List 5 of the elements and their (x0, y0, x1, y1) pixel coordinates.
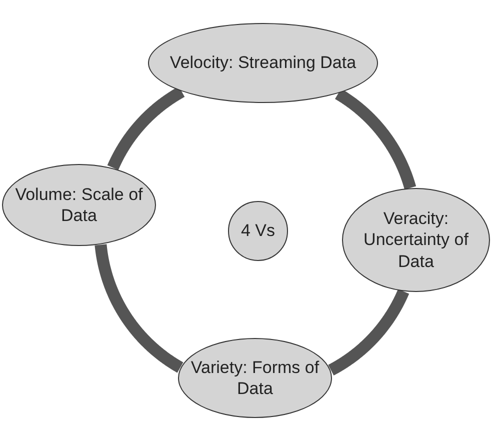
node-label: Veracity: Uncertainty of Data (364, 209, 468, 271)
node-label: 4 Vs (240, 221, 276, 240)
node-label: Velocity: Streaming Data (170, 53, 356, 72)
node-label: Volume: Scale of Data (15, 184, 143, 225)
node-label: Variety: Forms of Data (190, 358, 320, 398)
